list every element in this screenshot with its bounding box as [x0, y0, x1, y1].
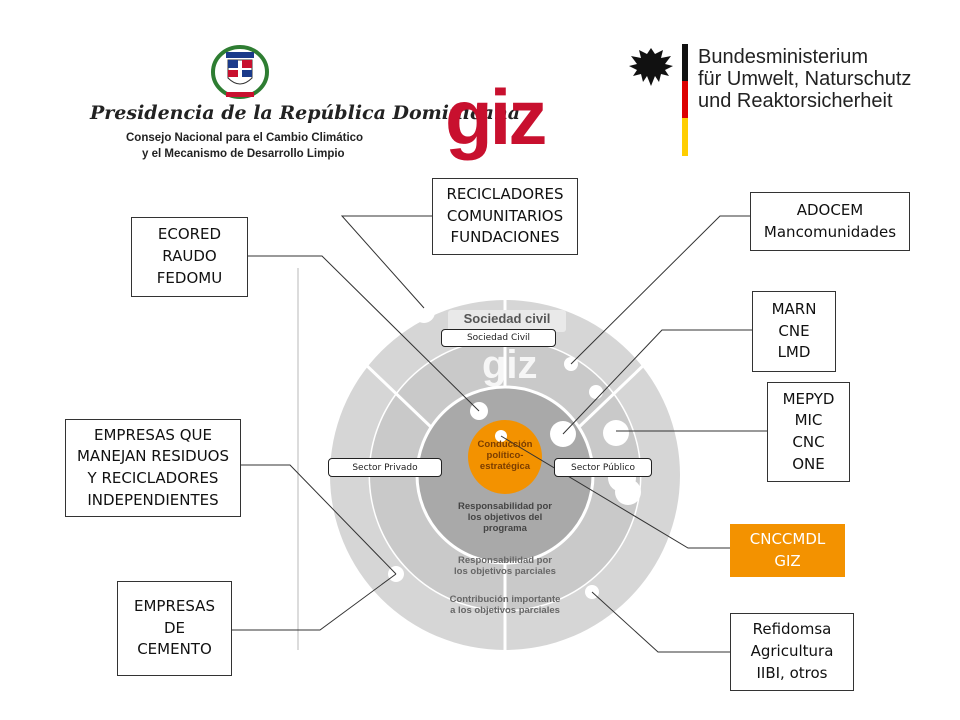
box-empresas-cemento-text: EMPRESAS DE CEMENTO — [134, 596, 215, 659]
connector-adocem — [570, 215, 750, 365]
ministry-logo: Bundesministerium für Umwelt, Naturschut… — [628, 44, 928, 164]
box-ecored: ECORED RAUDO FEDOMU — [131, 217, 248, 297]
sector-publico-tag: Sector Público — [554, 458, 652, 477]
ministry-line3: und Reaktorsicherheit — [698, 90, 893, 112]
box-refidomsa: Refidomsa Agricultura IIBI, otros — [730, 613, 854, 691]
center-label: Conducción político- estratégica — [477, 439, 533, 472]
box-recicladores-text: RECICLADORES COMUNITARIOS FUNDACIONES — [446, 184, 564, 247]
ring2-label: Responsabilidad por los objetivos parcia… — [454, 555, 556, 577]
connector-marn — [562, 329, 752, 435]
giz-watermark: giz — [482, 343, 538, 387]
box-adocem-text: ADOCEM Mancomunidades — [763, 200, 897, 241]
dot-extra-3 — [615, 479, 641, 505]
ministry-line1: Bundesministerium — [698, 46, 869, 68]
center-circle — [468, 420, 542, 494]
ministry-line2: für Umwelt, Naturschutz — [698, 68, 912, 90]
box-ecored-text: ECORED RAUDO FEDOMU — [156, 225, 223, 287]
presidency-sub1: Consejo Nacional para el Cambio Climátic… — [126, 132, 364, 144]
box-empresas-cemento: EMPRESAS DE CEMENTO — [117, 581, 232, 676]
box-adocem: ADOCEM Mancomunidades — [750, 192, 910, 251]
sociedad-civil-band — [448, 310, 566, 332]
sociedad-civil-title: Sociedad civil — [463, 311, 551, 326]
eagle-icon — [629, 48, 673, 86]
connector-empresas-residuos — [241, 464, 397, 575]
coat-of-arms-icon — [211, 45, 269, 99]
box-empresas-residuos: EMPRESAS QUE MANEJAN RESIDUOS Y RECICLAD… — [65, 419, 241, 517]
connector-refidomsa — [591, 591, 730, 653]
sector-divider-right — [576, 338, 672, 430]
box-empresas-residuos-text: EMPRESAS QUE MANEJAN RESIDUOS Y RECICLAD… — [76, 425, 229, 509]
sociedad-civil-tag: Sociedad Civil — [441, 329, 556, 347]
giz-logo: giz — [445, 73, 547, 161]
dot-extra-1 — [589, 385, 603, 399]
box-mepyd-text: MEPYD MIC CNC ONE — [782, 389, 835, 473]
box-cnccmdl: CNCCMDL GIZ — [730, 524, 845, 577]
sector-divider-left — [338, 338, 434, 430]
connector-recicladores — [340, 215, 432, 309]
dot-mepyd — [603, 420, 629, 446]
box-recicladores: RECICLADORES COMUNITARIOS FUNDACIONES — [432, 178, 578, 255]
ministry-stripe — [682, 44, 688, 156]
sector-privado-tag: Sector Privado — [328, 458, 442, 477]
box-refidomsa-text: Refidomsa Agricultura IIBI, otros — [750, 620, 834, 682]
box-mepyd: MEPYD MIC CNC ONE — [767, 382, 850, 482]
ring3-label: Contribución importante a los objetivos … — [449, 594, 561, 616]
ring1-label: Responsabilidad por los objetivos del pr… — [458, 501, 552, 534]
box-marn: MARN CNE LMD — [752, 291, 836, 372]
connector-empresas-cemento — [232, 573, 397, 631]
presidency-sub2: y el Mecanismo de Desarrollo Limpio — [142, 148, 345, 160]
dot-recicladores — [413, 301, 435, 323]
box-marn-text: MARN CNE LMD — [771, 299, 817, 362]
box-cnccmdl-text: CNCCMDL GIZ — [749, 529, 826, 570]
connector-ecored — [248, 255, 480, 412]
